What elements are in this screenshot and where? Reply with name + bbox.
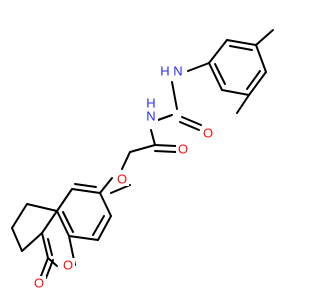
- bond: [56, 210, 70, 237]
- atom-labels: N H O N H O O O O: [32, 64, 215, 291]
- bond: [226, 39, 257, 46]
- bond: [154, 144, 177, 147]
- bond: [41, 232, 49, 259]
- bond: [255, 29, 274, 46]
- ring-oxygen-label: O: [63, 258, 73, 273]
- bond: [255, 44, 267, 73]
- pyranone-ring: [40, 210, 76, 279]
- bond: [236, 94, 250, 114]
- bond: [179, 121, 200, 131]
- bond: [246, 70, 261, 90]
- bond: [11, 203, 28, 229]
- bond: [181, 116, 202, 126]
- bond: [74, 183, 97, 188]
- chemical-structure-diagram: N H O N H O O O O: [11, 29, 274, 291]
- bond: [129, 144, 156, 153]
- bond: [92, 215, 105, 236]
- bond: [208, 39, 228, 64]
- lactone-oxygen-label: O: [34, 276, 44, 291]
- nitrogen-label: N: [173, 64, 182, 79]
- bond: [41, 210, 58, 234]
- urea-linkage: [157, 62, 210, 131]
- bond: [154, 150, 177, 153]
- cyclopentane-ring: [11, 203, 58, 252]
- bond: [68, 235, 99, 241]
- bond: [99, 177, 113, 194]
- hydrogen-label: H: [146, 96, 155, 111]
- bond: [110, 184, 131, 194]
- bond: [229, 45, 253, 51]
- dimethylphenyl-ring: [208, 39, 267, 96]
- nitrogen-label: N: [146, 109, 155, 124]
- bond: [171, 81, 178, 110]
- amide-oxygen-label: O: [178, 142, 188, 157]
- bond: [21, 232, 43, 252]
- benzo-ring: [56, 177, 113, 241]
- bond: [45, 259, 54, 279]
- bond: [187, 62, 210, 72]
- hydrogen-label: H: [160, 64, 169, 79]
- bond: [47, 238, 53, 256]
- bond: [99, 192, 112, 217]
- bond: [26, 203, 58, 212]
- bond: [121, 151, 131, 170]
- bond: [157, 114, 173, 121]
- bond: [248, 71, 267, 96]
- bond: [62, 211, 74, 233]
- bond: [71, 188, 101, 194]
- bond: [150, 129, 156, 146]
- amide-linkage: [121, 129, 177, 170]
- bond: [221, 89, 250, 96]
- bond: [214, 63, 226, 85]
- bond: [40, 257, 49, 277]
- ether-linkage: [110, 184, 131, 194]
- bond: [11, 227, 23, 252]
- bond: [97, 215, 112, 241]
- urea-oxygen-label: O: [203, 126, 213, 141]
- ether-oxygen-label: O: [117, 172, 127, 187]
- methyl-groups: [236, 29, 274, 114]
- bond: [56, 188, 73, 212]
- bond: [208, 62, 223, 91]
